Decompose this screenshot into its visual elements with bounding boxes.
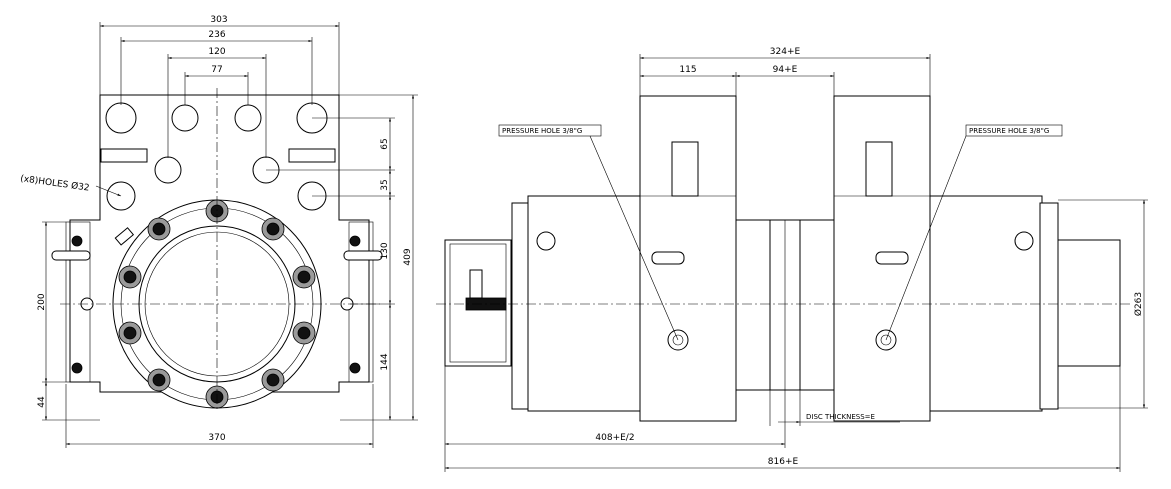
disc-thickness-note: DISC THICKNESS=E — [806, 413, 875, 421]
screw — [71, 235, 83, 247]
bolt-head — [123, 326, 137, 340]
screw — [349, 362, 361, 374]
front-vertical-dims-right: 65 35 130 144 409 — [266, 94, 418, 421]
dim-200: 200 — [37, 293, 47, 310]
right-handle-side — [875, 251, 909, 265]
right-pressure-port-inner — [880, 334, 892, 346]
side-top-dims: 324+E 115 94+E — [639, 47, 931, 96]
fitting — [114, 227, 135, 246]
left-connector — [469, 269, 483, 299]
dim-324: 324+E — [770, 47, 801, 57]
dim-409: 409 — [403, 248, 413, 265]
dim-44: 44 — [37, 396, 47, 408]
screw — [71, 362, 83, 374]
side-bottom-dims: 408+E/2 816+E DISC THICKNESS=E — [444, 366, 1121, 472]
front-horizontal-dims: 303 236 120 77 370 — [65, 15, 374, 448]
dim-94: 94+E — [773, 65, 798, 75]
pressure-hole-labels: PRESSURE HOLE 3/8"G PRESSURE HOLE 3/8"G — [498, 124, 1063, 341]
left-handle — [51, 250, 91, 261]
dim-370: 370 — [208, 433, 225, 443]
hole — [105, 102, 137, 134]
left-bleed-screw — [536, 231, 556, 251]
side-view: 324+E 115 94+E 408+E/2 816+E DISC THICKN… — [436, 47, 1148, 472]
slot-right — [288, 148, 336, 163]
bolt-head — [266, 373, 280, 387]
front-vertical-dims-left: 200 44 — [37, 221, 100, 421]
hole — [154, 156, 182, 184]
flange-bolts — [118, 199, 316, 409]
dim-236: 236 — [208, 30, 225, 40]
dim-816: 816+E — [768, 457, 799, 467]
right-cylinder-body — [929, 195, 1043, 412]
left-pressure-leader — [589, 135, 679, 341]
front-view: 303 236 120 77 370 — [20, 15, 418, 448]
dim-35: 35 — [380, 179, 390, 190]
dim-115: 115 — [679, 65, 696, 75]
right-nameplate — [865, 141, 893, 197]
dim-130: 130 — [380, 242, 390, 259]
side-diameter-dim: Ø263 — [1058, 199, 1148, 409]
dim-263: Ø263 — [1133, 292, 1144, 316]
left-cylinder-body — [527, 195, 641, 412]
bolt-head — [123, 270, 137, 284]
bolt-head — [266, 222, 280, 236]
hole — [171, 104, 199, 132]
holes-leader — [95, 185, 122, 197]
dim-303: 303 — [210, 15, 227, 25]
right-label-box — [965, 124, 1063, 137]
bolt-head — [297, 270, 311, 284]
screw — [349, 235, 361, 247]
disc-pad-left — [735, 219, 771, 391]
left-nameplate — [671, 141, 699, 197]
dim-144: 144 — [380, 353, 390, 370]
bolt-head — [297, 326, 311, 340]
disc-pad-right — [799, 219, 835, 391]
left-label-box — [498, 124, 602, 137]
slot-left — [100, 148, 148, 163]
holes-note: (x8)HOLES Ø32 — [20, 173, 91, 194]
dim-77: 77 — [211, 65, 222, 75]
dim-120: 120 — [208, 47, 225, 57]
bolt-head — [152, 373, 166, 387]
side-screws — [71, 235, 361, 374]
dim-408: 408+E/2 — [595, 433, 634, 443]
left-pressure-port-inner — [672, 334, 684, 346]
right-pressure-leader — [885, 135, 967, 341]
hole — [234, 104, 262, 132]
bolt-head — [152, 222, 166, 236]
right-bleed-screw — [1014, 231, 1034, 251]
left-handle-side — [651, 251, 685, 265]
pressure-label-right: PRESSURE HOLE 3/8"G — [969, 127, 1049, 135]
dim-65: 65 — [380, 138, 390, 149]
pressure-label-left: PRESSURE HOLE 3/8"G — [502, 127, 582, 135]
right-actuator-housing — [1057, 239, 1121, 367]
left-cap-flange — [511, 202, 531, 410]
right-handle — [343, 250, 383, 261]
right-cap-flange — [1039, 202, 1059, 410]
